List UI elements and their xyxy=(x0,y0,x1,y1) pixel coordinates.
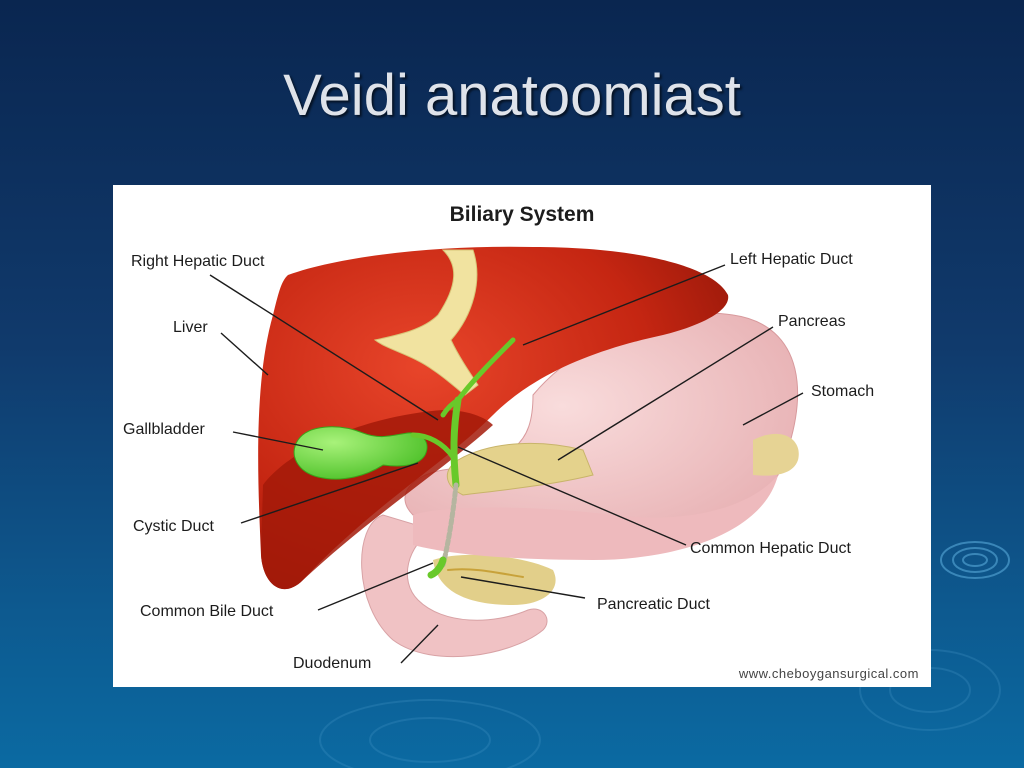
anatomy-illustration xyxy=(209,246,804,664)
label-stomach: Stomach xyxy=(811,383,875,400)
label-liver: Liver xyxy=(173,319,208,336)
bile-ducts xyxy=(410,337,524,579)
pancreas-shape xyxy=(446,442,594,496)
falciform-ligament-shape xyxy=(373,249,479,396)
leader-lines xyxy=(209,264,804,664)
label-pancreas: Pancreas xyxy=(778,313,846,330)
image-credit: www.cheboygansurgical.com xyxy=(738,666,919,681)
label-right-hepatic-duct: Right Hepatic Duct xyxy=(131,253,265,270)
label-cystic-duct: Cystic Duct xyxy=(133,518,214,535)
slide-title: Veidi anatoomiast xyxy=(283,63,741,128)
label-left-hepatic-duct: Left Hepatic Duct xyxy=(730,251,853,268)
label-common-bile-duct: Common Bile Duct xyxy=(140,603,274,620)
pancreas-head-shape xyxy=(433,554,556,605)
stomach-lower-shape xyxy=(413,475,778,560)
label-pancreatic-duct: Pancreatic Duct xyxy=(597,596,710,613)
pancreas-tail-shape xyxy=(753,433,799,476)
gallbladder-shape xyxy=(293,426,428,480)
label-common-hepatic-duct: Common Hepatic Duct xyxy=(690,540,851,557)
label-gallbladder: Gallbladder xyxy=(123,421,205,438)
duodenum-shape xyxy=(361,514,548,658)
biliary-diagram: Biliary System Right Hepatic Duct Left H… xyxy=(113,185,931,687)
diagram-title: Biliary System xyxy=(449,203,595,226)
label-duodenum: Duodenum xyxy=(293,655,372,672)
